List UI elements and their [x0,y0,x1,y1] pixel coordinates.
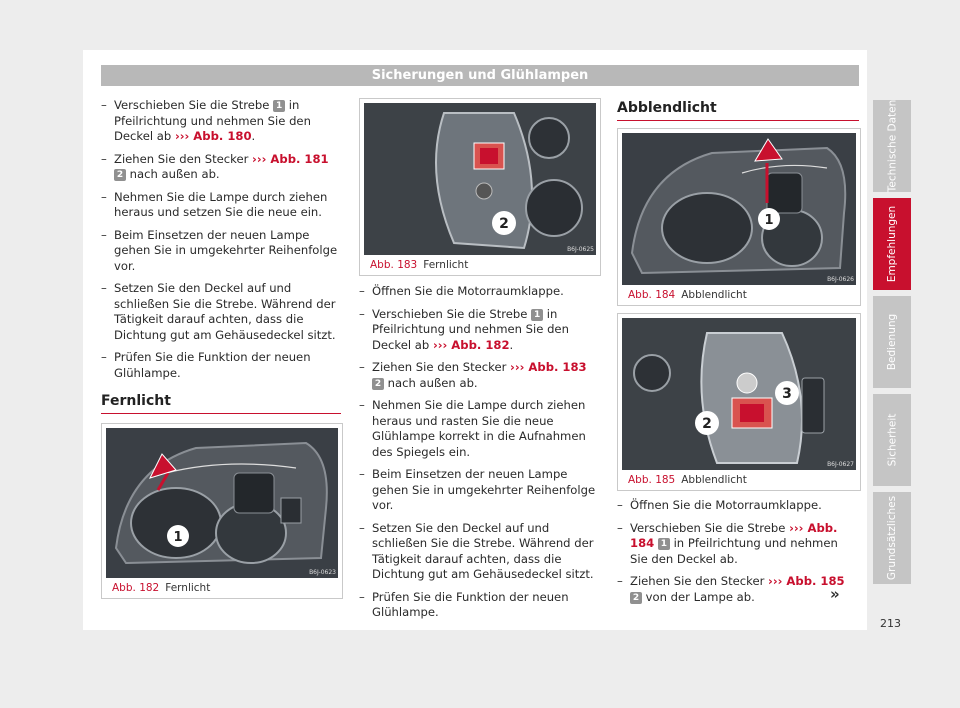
figure-184-code: B6J-0626 [827,276,854,283]
step-text: . [509,337,514,352]
headlight-illustration-2: 1 [622,133,856,285]
step-text: von der Lampe ab. [642,589,755,604]
figure-183-callout: 2 [499,216,509,232]
tab-grundsaetzliches[interactable]: Grundsätzliches [873,492,911,584]
step-item: Setzen Sie den Deckel auf und schließen … [101,281,341,343]
step-text: . [251,129,256,143]
headlight-illustration: 1 [106,428,338,578]
tab-empfehlungen[interactable]: Empfehlungen [873,198,911,290]
step-list-1: Verschieben Sie die Strebe 1 in Pfeilric… [101,98,341,381]
headlight-closeup-illustration: 2 [364,103,596,255]
figure-182-code: B6J-0623 [309,569,336,576]
step-item: Beim Einsetzen der neuen Lampe gehen Sie… [359,467,599,514]
figure-reference-link[interactable]: ››› Abb. 185 [768,574,845,588]
figure-185-callout-a: 2 [702,416,712,432]
figure-185-image: 2 3 [622,318,856,470]
step-text: Verschieben Sie die Strebe [630,520,790,535]
step-text: in Pfeilrich­tung und nehmen Sie den Dec… [372,306,569,352]
step-item: Verschieben Sie die Strebe 1 in Pfeilric… [101,98,341,145]
step-text: Prüfen Sie die Funktion der neuen Glühla… [114,350,311,380]
section-title-fernlicht: Fernlicht [101,393,171,409]
step-text: in Pfeilrich­tung und nehmen Sie den Dec… [114,98,311,143]
step-item: Verschieben Sie die Strebe 1 in Pfeilric… [359,307,599,354]
figure-182-image: 1 [106,428,338,578]
column-3: Öffnen Sie die Motorraumklappe. Verschieb… [617,498,859,612]
section-rule-fernlicht [101,413,341,414]
step-item: Prüfen Sie die Funktion der neuen Glühla… [101,350,341,381]
step-text: Nehmen Sie die Lampe durch ziehen he­rau… [114,189,328,220]
tab-technische-daten[interactable]: Technische Daten [873,100,911,192]
step-item: Beim Einsetzen der neuen Lampe gehen Sie… [101,228,341,275]
section-rule-abblendlicht [617,120,859,121]
callout-number: 1 [273,100,286,112]
figure-184-image: 1 [622,133,856,285]
figure-182-callout: 1 [173,530,182,545]
figure-reference-link[interactable]: ››› Abb. 182 [432,337,510,352]
step-text: Öffnen Sie die Motorraumklappe. [630,498,822,512]
figure-reference-link[interactable]: ››› Abb. 181 [252,151,329,166]
callout-number: 2 [114,169,126,181]
step-text: Verschieben Sie die Strebe [372,306,532,321]
figure-reference-link[interactable]: ››› Abb. 180 [174,129,252,143]
continue-mark: » [830,585,840,603]
step-text: Nehmen Sie die Lampe durch ziehen he­rau… [372,398,586,459]
page-number: 213 [880,617,901,630]
step-list-3: Öffnen Sie die Motorraumklappe. Verschieb… [617,498,859,605]
step-item: Öffnen Sie die Motorraumklappe. [617,498,859,514]
step-item: Prüfen Sie die Funktion der neuen Glühla… [359,590,599,621]
figure-reference-link[interactable]: ››› Abb. 183 [510,360,587,374]
step-text: in Pfeilrichtung und nehmen Sie den Deck… [630,536,838,566]
callout-number: 1 [657,538,670,550]
step-text: nach außen ab. [384,375,478,390]
step-text: Öffnen Sie die Motorraumklappe. [372,284,564,298]
step-text: Prüfen Sie die Funktion der neuen Glühla… [372,589,569,620]
step-text: Setzen Sie den Deckel auf und schließen … [114,281,336,342]
step-text: Beim Einsetzen der neuen Lampe gehen Sie… [114,227,338,273]
step-text: Ziehen Sie den Stecker [372,360,511,374]
step-item: Nehmen Sie die Lampe durch ziehen he­rau… [101,190,341,221]
step-item: Ziehen Sie den Stecker ››› Abb. 185 2 vo… [617,574,859,605]
figure-185-code: B6J-0627 [827,461,854,468]
callout-number: 2 [372,377,384,390]
step-item: Ziehen Sie den Stecker ››› Abb. 183 2 na… [359,360,599,391]
step-item: Öffnen Sie die Motorraumklappe. [359,284,599,300]
step-item: Nehmen Sie die Lampe durch ziehen he­rau… [359,398,599,460]
figure-183-code: B6J-0625 [567,246,594,253]
figure-reference-link[interactable]: ››› Abb. 184 [630,520,838,551]
step-text: Setzen Sie den Deckel auf und schließen … [372,520,594,582]
callout-number: 2 [630,591,642,604]
callout-number: 1 [531,308,544,321]
step-item: Ziehen Sie den Stecker ››› Abb. 181 2 na… [101,152,341,183]
tab-sicherheit[interactable]: Sicherheit [873,394,911,486]
column-1: Verschieben Sie die Strebe 1 in Pfeilric… [101,98,341,388]
step-text: Beim Einsetzen der neuen Lampe gehen Sie… [372,467,596,512]
step-list-2: Öffnen Sie die Motorraumklappe. Verschieb… [359,284,599,621]
tab-bedienung[interactable]: Bedienung [873,296,911,388]
figure-183-image: 2 [364,103,596,255]
step-text: Ziehen Sie den Stecker [114,151,253,166]
step-text: nach außen ab. [126,167,220,181]
step-text: Verschieben Sie die Strebe [114,98,274,112]
section-title-abblendlicht: Abblendlicht [617,100,717,116]
step-item: Verschieben Sie die Strebe ››› Abb. 184 … [617,521,859,568]
headlight-closeup-illustration-2: 2 3 [622,318,856,470]
step-item: Setzen Sie den Deckel auf und schließen … [359,521,599,583]
column-2: Öffnen Sie die Motorraumklappe. Verschieb… [359,284,599,628]
figure-184-callout: 1 [764,213,773,228]
page-header: Sicherungen und Glühlampen [101,65,859,86]
step-text: Ziehen Sie den Stecker [630,574,769,588]
figure-185-callout-b: 3 [782,386,792,402]
